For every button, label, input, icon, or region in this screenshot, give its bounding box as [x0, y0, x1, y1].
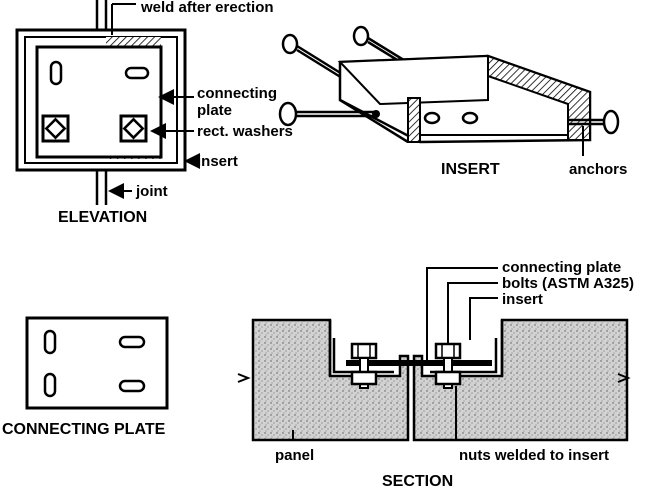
connecting-plate-title: CONNECTING PLATE: [2, 421, 166, 438]
insert-isometric-view: INSERT anchors: [278, 25, 627, 178]
washers-label: rect. washers: [197, 123, 293, 140]
bolts-label: bolts (ASTM A325): [502, 275, 634, 292]
weld-label: weld after erection: [140, 0, 274, 16]
anchor-head: [278, 101, 298, 127]
nuts-label: nuts welded to insert: [459, 447, 609, 464]
horizontal-slot: [118, 379, 146, 393]
section-connecting-plate-label: connecting plate: [502, 259, 621, 276]
bolt-head-right: [434, 342, 462, 360]
section-insert-label: insert: [502, 291, 543, 308]
section-connecting-plate: [346, 360, 492, 366]
vertical-slot: [43, 372, 57, 398]
plate-label-line2: plate: [197, 102, 232, 119]
elevation-title: ELEVATION: [58, 209, 147, 226]
anchor-head: [602, 109, 620, 135]
insert-title: INSERT: [441, 161, 500, 178]
connecting-plate-view: CONNECTING PLATE: [2, 316, 169, 438]
panel-label: panel: [275, 447, 314, 464]
plate-label-line1: connecting: [197, 85, 277, 102]
anchors-label: anchors: [569, 161, 627, 178]
section-view: connecting plate bolts (ASTM A325) inser…: [237, 259, 634, 490]
insert-hole: [423, 111, 441, 125]
weld-hatch-top: [106, 37, 161, 46]
nut-right: [434, 370, 462, 386]
anchor-head: [281, 33, 299, 55]
elevation-insert-outline: [15, 28, 187, 172]
insert-label: insert: [197, 153, 238, 170]
section-title: SECTION: [382, 473, 453, 490]
insert-hole: [461, 111, 479, 125]
vertical-slot: [43, 329, 57, 355]
nut-left: [350, 370, 378, 386]
anchor-head: [352, 25, 370, 47]
vertical-slot: [49, 60, 63, 86]
bolt-head-left: [350, 342, 378, 360]
elevation-view: weld after erection connecting plate rec…: [15, 0, 293, 226]
horizontal-slot: [118, 335, 146, 349]
joint-label: joint: [135, 183, 168, 200]
horizontal-slot: [124, 66, 150, 80]
